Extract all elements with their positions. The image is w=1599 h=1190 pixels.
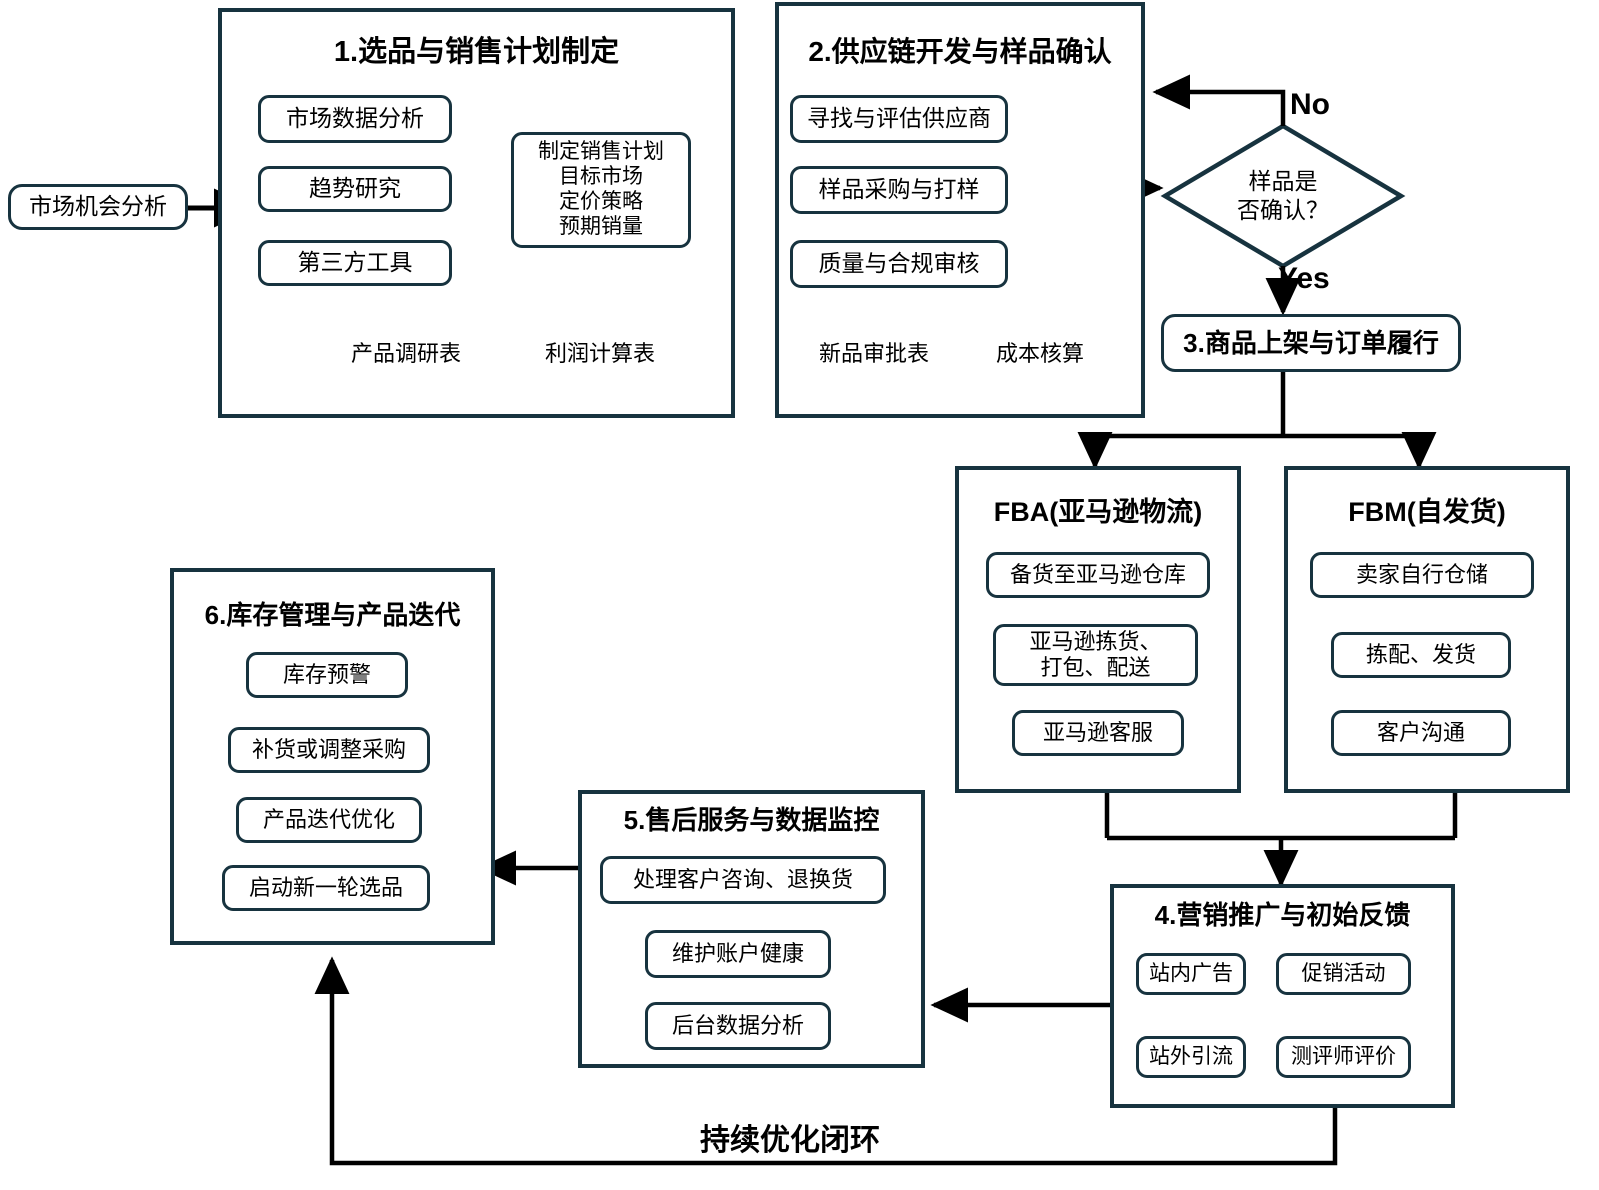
node-label: 第三方工具 (297, 249, 413, 276)
node-label: 测评师评价 (1291, 1044, 1396, 1068)
node-label: 制定销售计划 目标市场 定价策略 预期销量 (538, 140, 664, 238)
section-1-title: 1.选品与销售计划制定 (333, 36, 620, 68)
node-label: 库存预警 (282, 662, 371, 688)
node-label: 卖家自行仓储 (1355, 562, 1488, 588)
node-label: 补货或调整采购 (251, 737, 406, 763)
node-handle-inquiries-returns[interactable]: 处理客户咨询、退换货 (600, 856, 886, 904)
node-third-party-tools[interactable]: 第三方工具 (258, 240, 452, 286)
node-label: 客户沟通 (1376, 720, 1465, 746)
node-product-iteration-optimization[interactable]: 产品迭代优化 (236, 797, 422, 843)
node-label: 维护账户健康 (671, 941, 804, 967)
section-2-title: 2.供应链开发与样品确认 (808, 36, 1112, 67)
continuous-optimization-loop-label: 持续优化闭环 (700, 1124, 880, 1157)
node-market-opportunity-analysis[interactable]: 市场机会分析 (8, 184, 188, 230)
node-find-evaluate-suppliers[interactable]: 寻找与评估供应商 (790, 95, 1008, 143)
node-quality-compliance-review[interactable]: 质量与合规审核 (790, 240, 1008, 288)
node-label: 拣配、发货 (1365, 642, 1476, 668)
node-replenish-or-adjust[interactable]: 补货或调整采购 (228, 727, 430, 773)
node-inventory-alert[interactable]: 库存预警 (246, 652, 408, 698)
node-label: 产品迭代优化 (262, 807, 395, 833)
node-onsite-ads[interactable]: 站内广告 (1136, 953, 1246, 995)
node-reviewer-evaluation[interactable]: 测评师评价 (1276, 1036, 1411, 1078)
edge-fulfillment-merge (1104, 793, 1458, 888)
node-market-data-analysis[interactable]: 市场数据分析 (258, 95, 452, 143)
decision-label: 样品是 否确认？ (1203, 158, 1363, 234)
node-label: 市场数据分析 (286, 105, 424, 132)
section-fbm-title: FBM(自发货) (1348, 497, 1506, 527)
node-fbm-pick-ship[interactable]: 拣配、发货 (1331, 632, 1511, 678)
node-promotions[interactable]: 促销活动 (1276, 953, 1411, 995)
node-label: 站内广告 (1149, 961, 1233, 985)
document-label: 新品审批表 (818, 341, 929, 366)
section-fba-title: FBA(亚马逊物流) (993, 497, 1203, 527)
document-label-cost-accounting: 成本核算 (970, 328, 1110, 376)
document-label-profit-calculation: 利润计算表 (524, 328, 676, 376)
node-label: 启动新一轮选品 (248, 875, 403, 901)
node-label: 促销活动 (1301, 961, 1386, 985)
document-label-new-product-approval: 新品审批表 (798, 328, 950, 376)
node-label: 市场机会分析 (29, 193, 167, 220)
node-label: 后台数据分析 (671, 1013, 804, 1039)
node-label: 处理客户咨询、退换货 (632, 867, 853, 893)
node-label: 趋势研究 (309, 175, 401, 202)
node-fbm-seller-warehouse[interactable]: 卖家自行仓储 (1310, 552, 1534, 598)
node-trend-research[interactable]: 趋势研究 (258, 166, 452, 212)
node-label: 亚马逊客服 (1042, 720, 1153, 746)
node-backend-data-analysis[interactable]: 后台数据分析 (645, 1002, 831, 1050)
node-sample-purchase[interactable]: 样品采购与打样 (790, 166, 1008, 214)
edge-no-branch (1152, 74, 1286, 126)
node-stage3-listing-fulfillment[interactable]: 3.商品上架与订单履行 (1161, 314, 1461, 372)
section-4-title: 4.营销推广与初始反馈 (1154, 900, 1411, 930)
section-5-title: 5.售后服务与数据监控 (623, 805, 880, 835)
node-label: 质量与合规审核 (818, 250, 980, 277)
node-fbm-customer-communication[interactable]: 客户沟通 (1331, 710, 1511, 756)
node-fba-pick-pack-ship[interactable]: 亚马逊拣货、 打包、配送 (993, 624, 1198, 686)
document-label: 利润计算表 (544, 341, 655, 366)
node-label: 样品采购与打样 (818, 176, 980, 203)
node-fba-stock-to-warehouse[interactable]: 备货至亚马逊仓库 (986, 552, 1210, 598)
node-start-new-selection-round[interactable]: 启动新一轮选品 (222, 865, 430, 911)
node-label: 亚马逊拣货、 打包、配送 (1029, 629, 1162, 680)
node-offsite-traffic[interactable]: 站外引流 (1136, 1036, 1246, 1078)
node-sales-plan-summary[interactable]: 制定销售计划 目标市场 定价策略 预期销量 (511, 132, 691, 248)
node-fba-customer-service[interactable]: 亚马逊客服 (1012, 710, 1184, 756)
decision-yes-label: Yes (1278, 262, 1330, 295)
document-label: 产品调研表 (350, 341, 461, 366)
document-label: 成本核算 (995, 341, 1084, 366)
node-label: 3.商品上架与订单履行 (1183, 327, 1439, 358)
document-label-product-survey: 产品调研表 (330, 328, 482, 376)
section-6-title: 6.库存管理与产品迭代 (204, 600, 461, 630)
decision-text: 样品是 否确认？ (1237, 167, 1329, 223)
node-maintain-account-health[interactable]: 维护账户健康 (645, 930, 831, 978)
node-label: 寻找与评估供应商 (807, 105, 991, 132)
node-label: 备货至亚马逊仓库 (1009, 562, 1186, 588)
node-label: 站外引流 (1149, 1044, 1233, 1068)
decision-no-label: No (1290, 88, 1330, 121)
